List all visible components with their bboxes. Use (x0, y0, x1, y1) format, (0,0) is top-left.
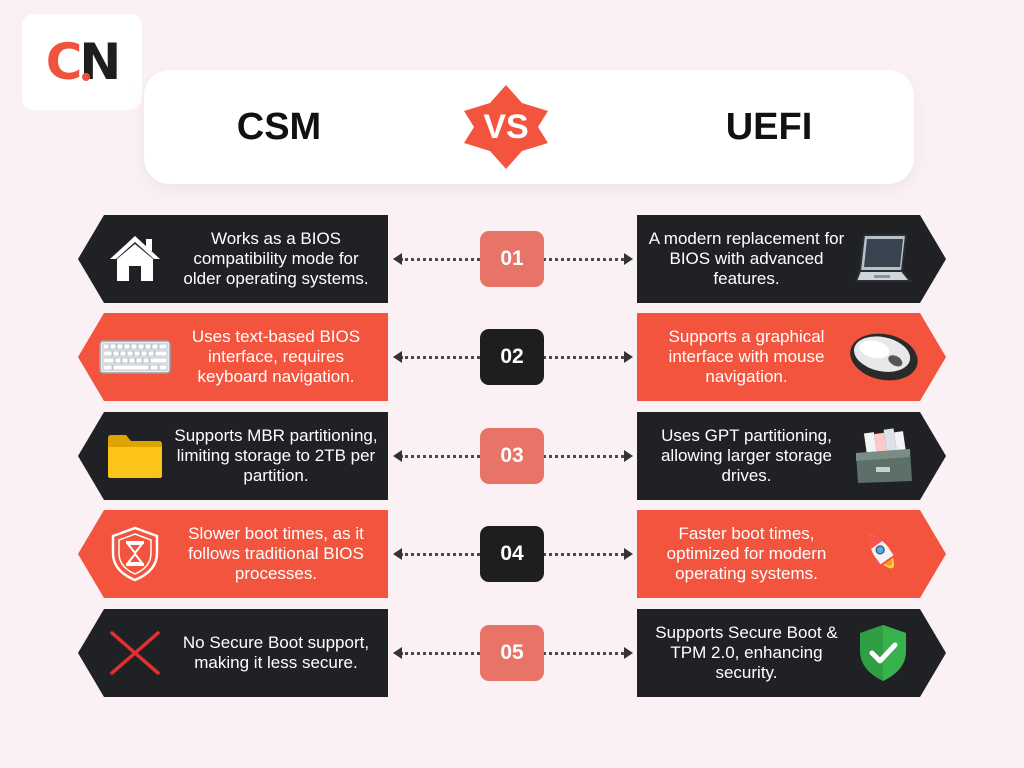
header-uefi-title: UEFI (725, 106, 813, 148)
csm-card-5: No Secure Boot support, making it less s… (78, 609, 388, 697)
header-csm-title: CSM (236, 106, 322, 148)
csm-card-2: Uses text-based BIOS interface, requires… (78, 313, 388, 401)
csm-card-4: Slower boot times, as it follows traditi… (78, 510, 388, 598)
row-number-badge: 04 (480, 526, 544, 582)
header-bar: CSM VS UEFI (144, 70, 914, 184)
uefi-text-4: Faster boot times, optimized for modern … (666, 524, 827, 583)
house-icon (96, 225, 174, 293)
logo-text: CN (45, 33, 122, 91)
laptop-icon (846, 225, 920, 293)
csm-text-1: Works as a BIOS compatibility mode for o… (183, 229, 369, 288)
logo-letter-c: C (45, 33, 83, 91)
csm-text-3: Supports MBR partitioning, limiting stor… (174, 426, 378, 485)
arrow-left-icon (393, 450, 402, 462)
arrow-left-icon (393, 548, 402, 560)
uefi-text-3: Uses GPT partitioning, allowing larger s… (660, 426, 833, 485)
csm-card-1: Works as a BIOS compatibility mode for o… (78, 215, 388, 303)
arrow-left-icon (393, 253, 402, 265)
vs-badge-shape (464, 85, 548, 169)
row-number-badge: 02 (480, 329, 544, 385)
csm-text-2: Uses text-based BIOS interface, requires… (191, 327, 361, 386)
uefi-text-1: A modern replacement for BIOS with advan… (648, 229, 845, 288)
logo-letter-n: N (79, 33, 121, 91)
uefi-card-3: Uses GPT partitioning, allowing larger s… (637, 412, 946, 500)
csm-card-3: Supports MBR partitioning, limiting stor… (78, 412, 388, 500)
folder-icon (96, 422, 174, 490)
logo-dot (82, 73, 91, 81)
shield-check-icon (846, 619, 920, 687)
arrow-right-icon (624, 647, 633, 659)
uefi-card-1: A modern replacement for BIOS with advan… (637, 215, 946, 303)
uefi-card-2: Supports a graphical interface with mous… (637, 313, 946, 401)
vs-label: VS (483, 108, 529, 146)
rocket-icon (846, 520, 920, 588)
hourglass-shield-icon (96, 520, 174, 588)
arrow-left-icon (393, 351, 402, 363)
uefi-card-4: Faster boot times, optimized for modern … (637, 510, 946, 598)
logo: CN (22, 14, 142, 110)
vs-badge: VS (462, 83, 550, 171)
arrow-right-icon (624, 351, 633, 363)
row-number-badge: 05 (480, 625, 544, 681)
cross-icon (96, 619, 174, 687)
csm-text-5: No Secure Boot support, making it less s… (182, 633, 370, 672)
uefi-text-5: Supports Secure Boot & TPM 2.0, enhancin… (655, 623, 838, 682)
csm-text-4: Slower boot times, as it follows traditi… (188, 524, 364, 583)
arrow-right-icon (624, 450, 633, 462)
file-cabinet-icon (846, 422, 920, 490)
uefi-text-2: Supports a graphical interface with mous… (668, 327, 825, 386)
arrow-right-icon (624, 253, 633, 265)
mouse-icon (846, 323, 920, 391)
row-number-badge: 03 (480, 428, 544, 484)
arrow-right-icon (624, 548, 633, 560)
arrow-left-icon (393, 647, 402, 659)
uefi-card-5: Supports Secure Boot & TPM 2.0, enhancin… (637, 609, 946, 697)
row-number-badge: 01 (480, 231, 544, 287)
keyboard-icon (96, 323, 174, 391)
